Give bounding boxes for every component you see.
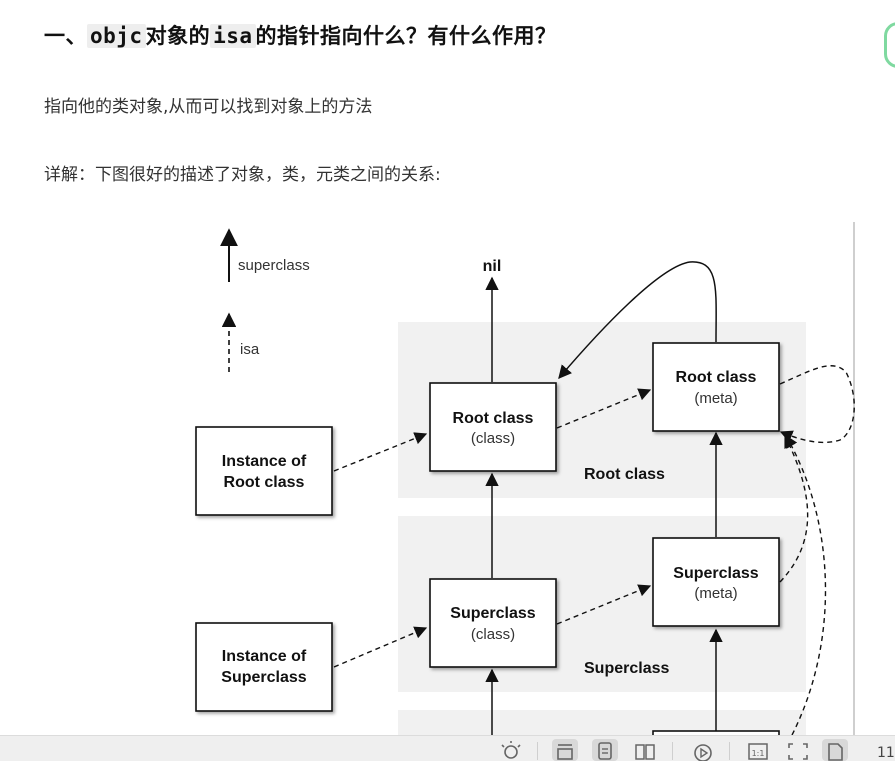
legend-isa-label: isa <box>240 341 260 358</box>
viewer-toolbar: 1:1 11 <box>0 735 895 761</box>
superclass-class-box-subtitle: (class) <box>471 626 515 643</box>
instance-super-box-line2: Superclass <box>221 669 306 686</box>
rootmeta-self-isa-arrow <box>779 365 855 444</box>
scroll-page-icon[interactable] <box>592 739 618 761</box>
root-class-band-label: Root class <box>584 466 665 483</box>
toolbar-separator <box>672 742 673 760</box>
two-page-icon[interactable] <box>632 739 658 761</box>
instance-root-box-line2: Root class <box>224 474 305 491</box>
bottom-partial-box <box>652 730 780 735</box>
instance-super-box-line1: Instance of <box>222 648 307 665</box>
root-class-box-title: Root class <box>453 410 534 427</box>
rootmeta-to-rootclass-arrow <box>558 261 717 380</box>
bookmark-icon[interactable] <box>822 739 848 761</box>
rootclass-isa-arrow <box>556 388 652 429</box>
root-class-box: Root class (class) <box>429 382 557 472</box>
instance-root-isa-arrow <box>333 432 428 472</box>
superclass-meta-box-subtitle: (meta) <box>694 585 737 602</box>
fit-page-icon[interactable] <box>785 739 811 761</box>
legend-superclass-label: superclass <box>238 257 310 274</box>
instance-root-box-line1: Instance of <box>222 453 307 470</box>
heading-code-objc: objc <box>87 24 146 48</box>
play-icon[interactable] <box>690 739 716 761</box>
toolbar-separator <box>537 742 538 760</box>
root-class-box-subtitle: (class) <box>471 430 515 447</box>
heading-rest: 的指针指向什么？有什么作用？ <box>255 24 557 48</box>
bottom-meta-isa-arrow <box>785 434 827 735</box>
supermeta-isa-arrow <box>779 434 809 583</box>
superclass-isa-arrow <box>556 584 652 625</box>
single-page-icon[interactable] <box>552 739 578 761</box>
page-number: 11 <box>877 745 895 761</box>
nil-label: nil <box>483 258 502 275</box>
superclass-band-label: Superclass <box>584 660 669 677</box>
superclass-class-box: Superclass (class) <box>429 578 557 668</box>
svg-text:1:1: 1:1 <box>752 749 765 758</box>
brightness-icon[interactable] <box>498 739 524 761</box>
isa-diagram: superclass isa nil Root class (class) Ro… <box>195 222 855 735</box>
instance-root-box: Instance of Root class <box>195 426 333 516</box>
instance-super-box: Instance of Superclass <box>195 622 333 712</box>
instance-super-isa-arrow <box>333 626 428 668</box>
heading-prefix: 一、 <box>44 24 87 48</box>
root-meta-box-subtitle: (meta) <box>694 390 737 407</box>
heading-code-isa: isa <box>210 24 256 48</box>
toolbar-separator <box>729 742 730 760</box>
actual-size-icon[interactable]: 1:1 <box>745 739 771 761</box>
root-meta-box-title: Root class <box>676 369 757 386</box>
heading-mid: 对象的 <box>145 24 211 48</box>
superclass-meta-box-title: Superclass <box>673 565 758 582</box>
root-meta-box: Root class (meta) <box>652 342 780 432</box>
answer-paragraph: 指向他的类对象,从而可以找到对象上的方法 <box>44 97 373 117</box>
superclass-meta-box: Superclass (meta) <box>652 537 780 627</box>
detail-paragraph: 详解：下图很好的描述了对象，类，元类之间的关系: <box>44 165 441 185</box>
superclass-class-box-title: Superclass <box>450 605 535 622</box>
